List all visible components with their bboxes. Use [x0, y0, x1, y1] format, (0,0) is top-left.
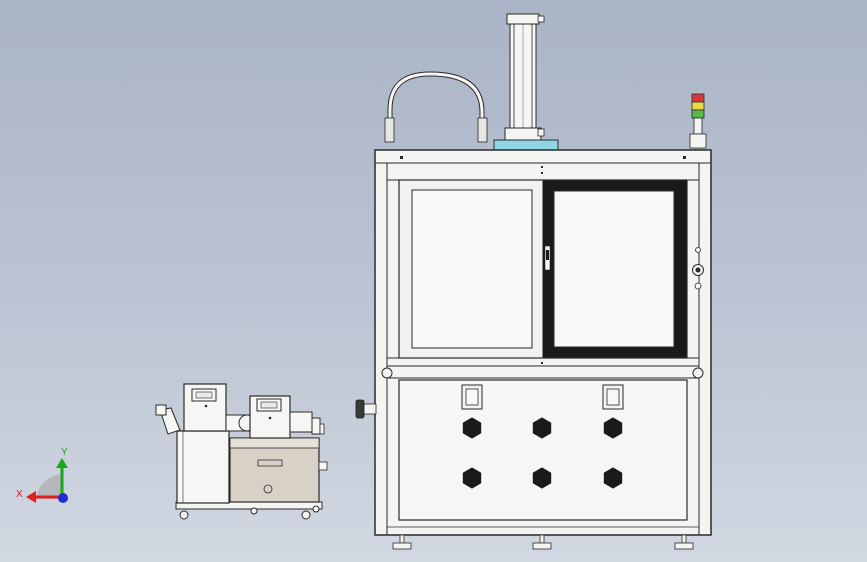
leveling-foot-stem	[399, 534, 405, 544]
caster-wheel-icon	[250, 507, 258, 515]
left-rail-bolt-icon	[381, 367, 393, 379]
hexagon-knob-icon[interactable]	[532, 467, 552, 489]
hexagon-knob-icon[interactable]	[603, 417, 623, 439]
leveling-foot-pad	[392, 542, 412, 550]
key-switch-icon[interactable]	[694, 282, 702, 290]
rocker-switch-left[interactable]	[461, 384, 483, 410]
z-axis-dot	[58, 493, 68, 503]
right-rail-bolt-icon	[692, 367, 704, 379]
caster-wheel-icon	[179, 510, 189, 520]
caster-wheel-icon	[301, 510, 311, 520]
vertical-cylinder	[493, 13, 559, 151]
leveling-foot-stem	[539, 534, 545, 544]
signal-tower-light	[689, 93, 707, 149]
machine-cabinet	[355, 13, 712, 550]
axis-triad-icon: Y X	[16, 447, 68, 503]
left-window-pane	[411, 189, 533, 349]
lower-access-panel	[398, 379, 688, 521]
hexagon-knob-icon[interactable]	[462, 417, 482, 439]
leveling-foot-pad	[532, 542, 552, 550]
cylinder-mount-flange	[493, 139, 559, 151]
leveling-foot-pad	[674, 542, 694, 550]
rocker-switch-right[interactable]	[602, 384, 624, 410]
hexagon-knob-icon[interactable]	[532, 417, 552, 439]
hexagon-knob-icon[interactable]	[462, 467, 482, 489]
side-hand-knob[interactable]	[355, 399, 377, 419]
feeder-box	[176, 430, 230, 504]
x-axis-label: X	[16, 489, 23, 500]
leveling-feet	[392, 534, 694, 550]
leveling-foot-stem	[681, 534, 687, 544]
hexagon-knob-icon[interactable]	[603, 467, 623, 489]
side-feeder-unit	[155, 383, 328, 520]
hexagon-knob-group[interactable]	[462, 417, 623, 489]
y-axis-label: Y	[61, 447, 68, 458]
stainless-tank	[229, 437, 320, 503]
side-indicator-icon	[695, 247, 701, 253]
caster-wheel-icon	[312, 505, 320, 513]
